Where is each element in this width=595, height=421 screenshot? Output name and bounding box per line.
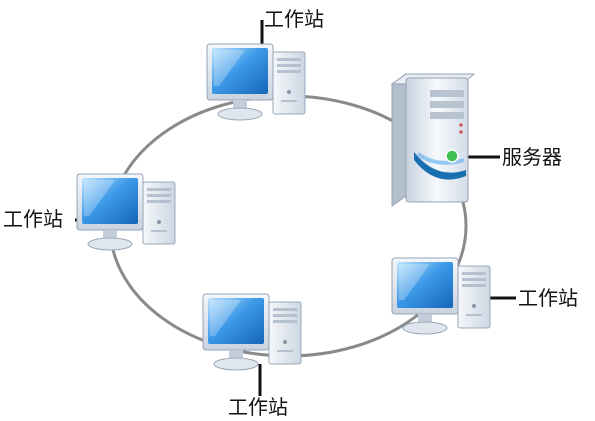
server-icon bbox=[390, 73, 476, 207]
workstation-bottom-icon bbox=[202, 293, 302, 371]
label-workstation-right: 工作站 bbox=[518, 286, 578, 310]
label-server: 服务器 bbox=[502, 145, 562, 169]
label-workstation-top: 工作站 bbox=[264, 7, 324, 31]
label-workstation-left: 工作站 bbox=[3, 207, 63, 231]
workstation-top-icon bbox=[206, 43, 306, 121]
label-workstation-bottom: 工作站 bbox=[228, 395, 288, 419]
workstation-left-icon bbox=[76, 173, 176, 251]
